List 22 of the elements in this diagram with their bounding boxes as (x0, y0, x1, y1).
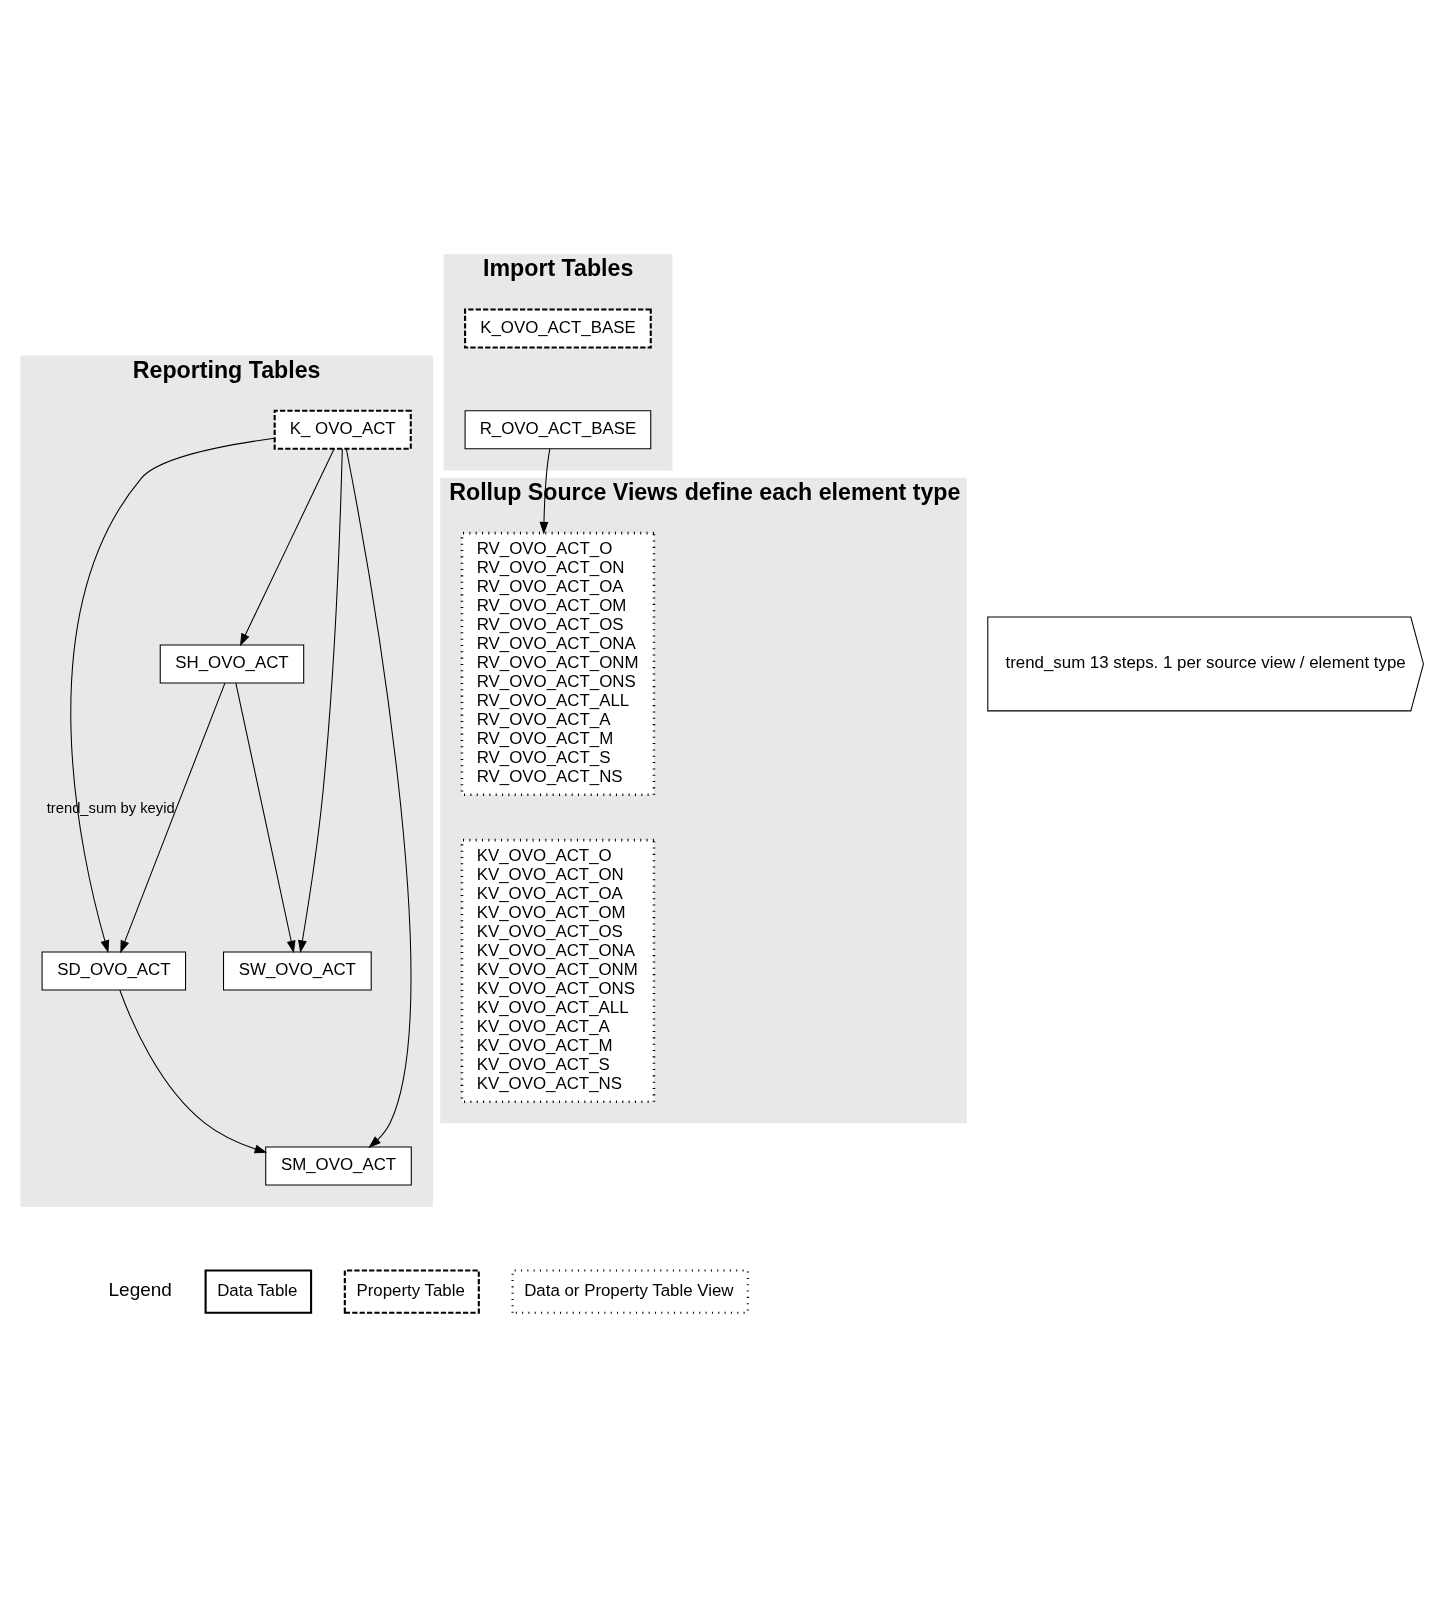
node-box: KV_OVO_ACT_O KV_OVO_ACT_ON KV_OVO_ACT_OA KV_OVO_ACT_OM KV_OVO_ACT_OS KV_OVO_ACT_ONA KV_OVO_ACT_ONM KV_OVO_ACT_ONS KV_OVO_ACT_ALL KV_OVO_ACT_A KV_OVO_ACT_M KV_OVO_ACT_S KV_OVO_ACT_NS (460, 838, 656, 1104)
node-box: K_ OVO_ACT (273, 409, 412, 450)
node-box: SH_OVO_ACT (159, 644, 305, 684)
node-box: SM_OVO_ACT (265, 1146, 412, 1186)
edge-label: trend_sum by keyid (46, 800, 175, 817)
arrow (120, 682, 226, 954)
arrow (235, 682, 296, 954)
arrow (539, 448, 551, 535)
node-box: K_OVO_ACT_BASE (464, 308, 652, 349)
node-box: R_OVO_ACT_BASE (464, 410, 652, 450)
arrow (70, 437, 276, 954)
legend-label: Property Table (356, 1280, 465, 1300)
arrow (298, 448, 343, 954)
arrow (119, 989, 268, 1154)
node-box: SW_OVO_ACT (223, 951, 372, 991)
arrow (239, 448, 335, 647)
node-box: SD_OVO_ACT (41, 951, 187, 991)
node-box: RV_OVO_ACT_O RV_OVO_ACT_ON RV_OVO_ACT_OA RV_OVO_ACT_OM RV_OVO_ACT_OS RV_OVO_ACT_ONA RV_OVO_ACT_ONM RV_OVO_ACT_ONS RV_OVO_ACT_ALL RV_OVO_ACT_A RV_OVO_ACT_M RV_OVO_ACT_S RV_OVO_ACT_NS (460, 531, 656, 797)
label: Legend (108, 1279, 172, 1301)
legend-label: Data or Property Table View (524, 1280, 734, 1300)
legend-label: Data Table (217, 1280, 298, 1300)
arrow (345, 448, 412, 1148)
